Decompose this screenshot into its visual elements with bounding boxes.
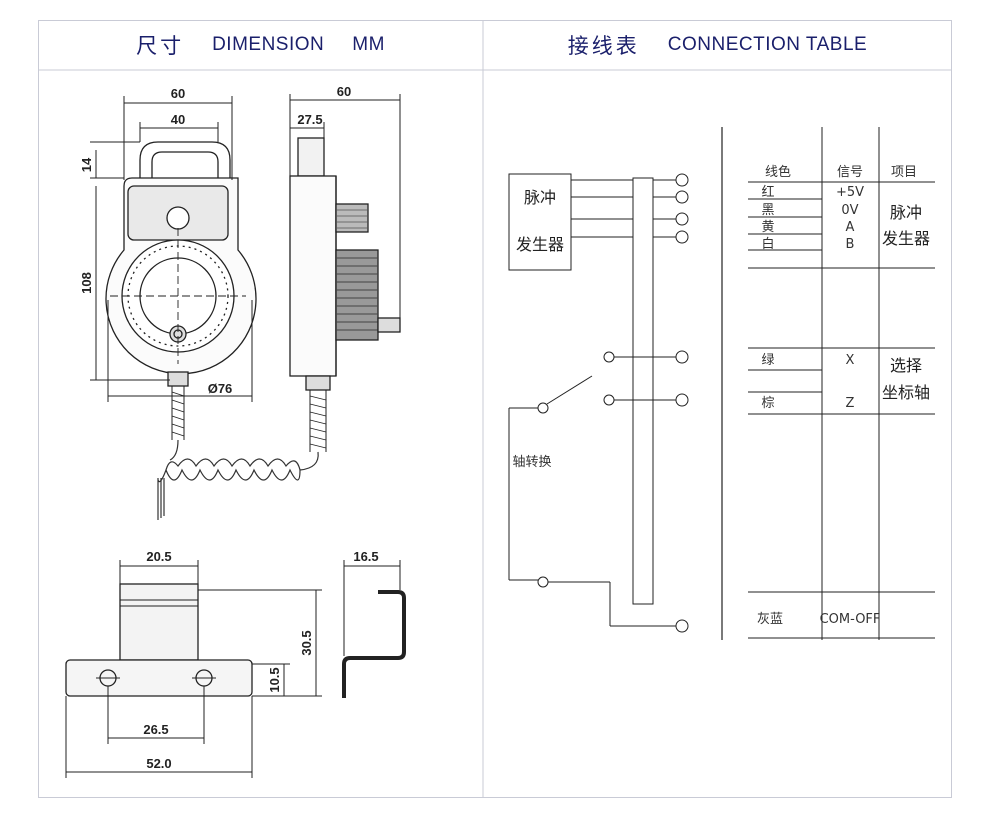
wire-color-red: 红: [761, 184, 774, 200]
dim-front-width: 60: [171, 86, 185, 101]
front-view: [105, 141, 257, 440]
dimension-header: 尺寸 DIMENSION MM: [38, 20, 483, 70]
dim-front-inner-width: 40: [171, 112, 185, 127]
connection-header: 接线表 CONNECTION TABLE: [483, 20, 952, 70]
dim-body-height: 108: [79, 272, 94, 294]
dimension-title-en: DIMENSION: [212, 34, 325, 55]
connection-title-cn: 接线表: [567, 34, 640, 58]
connection-title-en: CONNECTION TABLE: [667, 34, 868, 55]
diagram-frame: [38, 20, 952, 798]
signal-b: B: [846, 237, 855, 252]
dim-bracket-height: 30.5: [299, 630, 314, 655]
dim-bracket-hook-width: 16.5: [353, 549, 378, 564]
side-view: [289, 137, 401, 452]
dim-diameter: Ø76: [208, 381, 233, 396]
wire-color-green: 绿: [761, 353, 774, 368]
wire-color-white: 白: [761, 236, 774, 252]
pulse-item-label-2: 发生器: [882, 229, 930, 248]
axis-switch-label: 轴转换: [512, 455, 551, 470]
dim-bracket-base-height: 10.5: [267, 667, 282, 692]
wiring-diagram: [508, 127, 935, 640]
pulse-generator-label-1: 脉冲: [524, 188, 556, 207]
table-header-color: 线色: [765, 164, 791, 180]
signal-z: Z: [846, 396, 855, 411]
dim-top-height: 14: [79, 157, 94, 172]
coiled-cable: [157, 439, 319, 520]
wire-color-grey-blue: 灰蓝: [757, 612, 783, 627]
wire-color-brown: 棕: [761, 396, 774, 411]
dimension-unit: MM: [352, 34, 385, 55]
dim-side-width: 60: [337, 84, 351, 99]
signal-a: A: [846, 220, 855, 235]
bracket-hook-profile: [342, 560, 406, 698]
side-dimension-lines: [289, 94, 401, 322]
dim-bracket-hole-spacing: 26.5: [143, 722, 168, 737]
dim-side-offset: 27.5: [297, 112, 322, 127]
signal-com-off: COM-OFF: [820, 612, 881, 627]
dim-bracket-total-width: 52.0: [146, 756, 171, 771]
bracket-view: [65, 583, 253, 697]
signal-x: X: [846, 353, 855, 368]
table-header-item: 项目: [891, 165, 917, 180]
signal-0v: 0V: [841, 203, 858, 218]
front-dimension-lines: [90, 96, 253, 402]
wire-color-yellow: 黄: [761, 220, 774, 235]
pulse-generator-label-2: 发生器: [516, 235, 564, 254]
pulse-item-label-1: 脉冲: [890, 203, 922, 222]
dim-bracket-top-width: 20.5: [146, 549, 171, 564]
table-header-signal: 信号: [837, 165, 863, 180]
axis-item-label-1: 选择: [890, 356, 922, 375]
dimension-title-cn: 尺寸: [136, 34, 185, 58]
axis-item-label-2: 坐标轴: [882, 383, 930, 402]
wire-color-black: 黑: [761, 203, 774, 218]
signal-5v: +5V: [836, 185, 864, 200]
bracket-dimension-lines: [65, 560, 322, 778]
